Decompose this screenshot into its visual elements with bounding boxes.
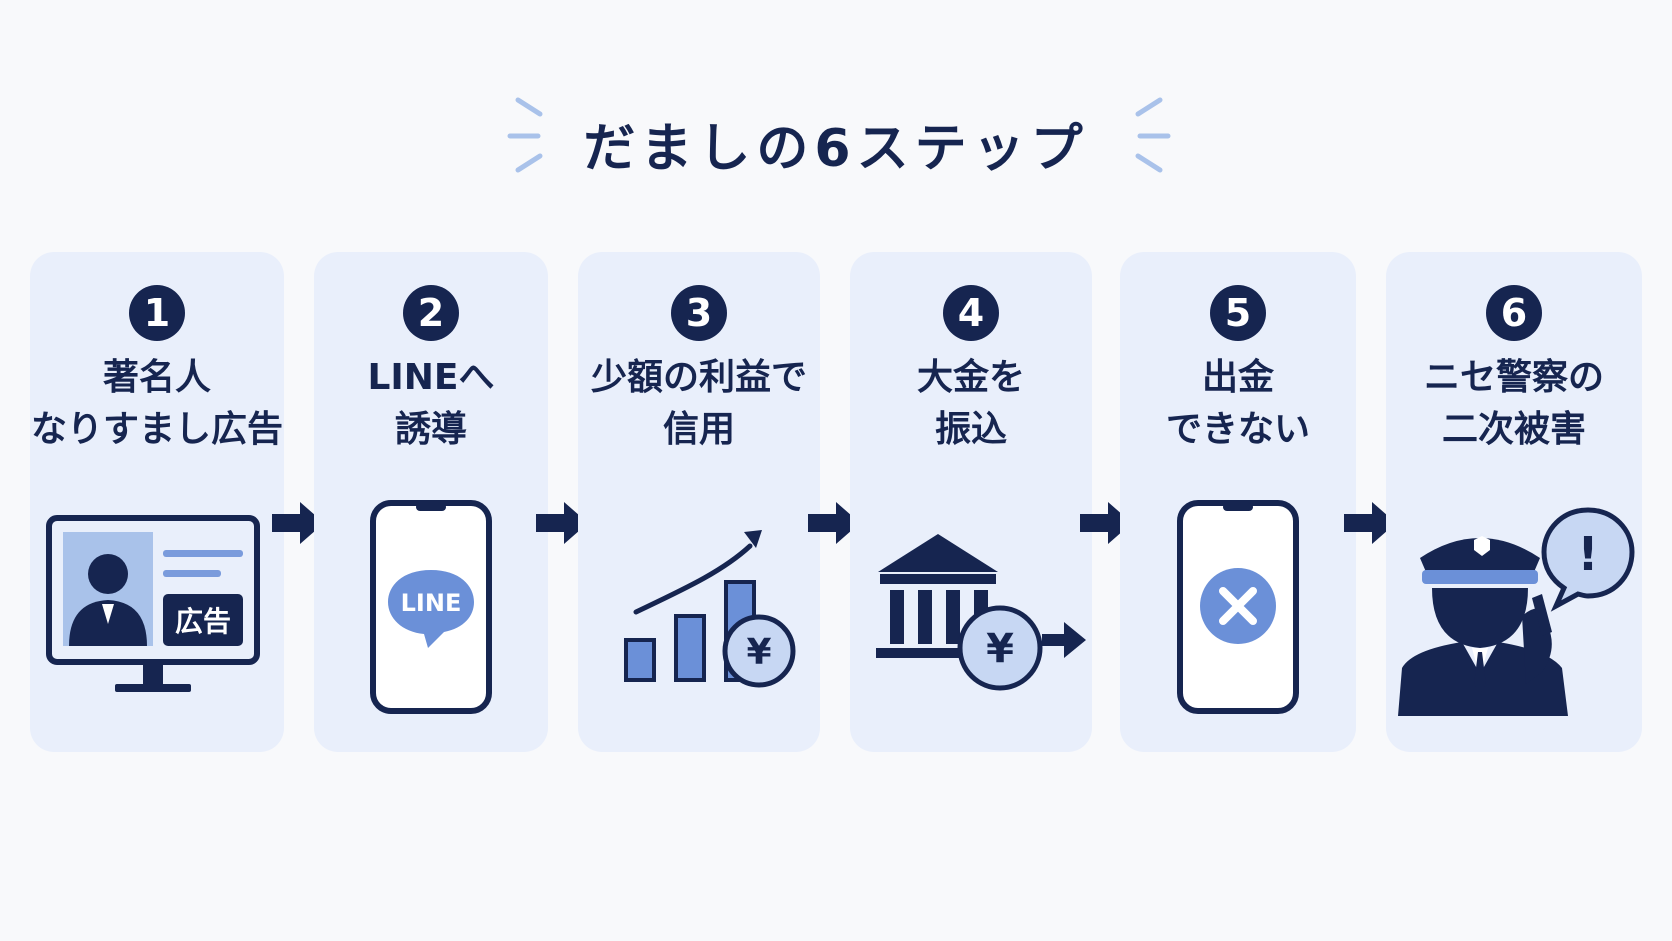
step-number: 3 xyxy=(671,285,727,341)
arrow-right-icon xyxy=(272,502,324,544)
step-label-line2: なりすまし広告 xyxy=(30,409,283,450)
step-label: 大金を 振込 xyxy=(850,352,1092,456)
step-label-line1: ニセ警察の xyxy=(1423,357,1604,398)
step-label-line1: 著名人 xyxy=(102,357,211,398)
alert-mark-text: ! xyxy=(1578,527,1599,581)
arrow-right-icon xyxy=(1080,502,1132,544)
step-number: 6 xyxy=(1486,285,1542,341)
smartphone-line-icon: LINE xyxy=(370,500,492,714)
step-label-line2: 二次被害 xyxy=(1441,409,1586,450)
arrow-right-icon xyxy=(808,502,860,544)
bank-transfer-icon: ¥ xyxy=(876,534,1086,691)
arrow-right-icon xyxy=(1344,502,1396,544)
step-label: ニセ警察の 二次被害 xyxy=(1386,352,1642,456)
step-number: 2 xyxy=(403,285,459,341)
page-title: だましの6ステップ xyxy=(583,119,1089,179)
title-area: だましの6ステップ xyxy=(0,90,1672,180)
yen-coin-text: ¥ xyxy=(986,626,1014,672)
step-label: 著名人 なりすまし広告 xyxy=(30,352,284,456)
step-card-1: 1 著名人 なりすまし広告 広告 xyxy=(30,252,284,752)
step-card-6: 6 ニセ警察の 二次被害 ! xyxy=(1386,252,1642,752)
step-card-2: 2 LINEへ 誘導 LINE xyxy=(314,252,548,752)
step-label-line1: 少額の利益で xyxy=(590,357,807,398)
step-label: 出金 できない xyxy=(1120,352,1356,456)
step-label-line2: 信用 xyxy=(662,409,735,450)
step-label-line2: できない xyxy=(1165,409,1310,450)
step-number: 4 xyxy=(943,285,999,341)
arrow-right-icon xyxy=(536,502,588,544)
step-label-line1: 出金 xyxy=(1201,357,1274,398)
step-card-3: 3 少額の利益で 信用 ¥ xyxy=(578,252,820,752)
yen-coin-text: ¥ xyxy=(746,632,771,673)
monitor-ad-icon: 広告 xyxy=(46,515,260,692)
right-sparkle-icon xyxy=(1135,97,1171,173)
step-card-4: 4 大金を 振込 ¥ xyxy=(850,252,1092,752)
profit-chart-icon: ¥ xyxy=(624,530,796,688)
fake-police-icon: ! xyxy=(1398,507,1635,716)
step-label: LINEへ 誘導 xyxy=(314,352,548,456)
left-sparkle-icon xyxy=(507,97,543,173)
ad-badge-text: 広告 xyxy=(175,605,231,638)
smartphone-error-icon xyxy=(1177,500,1299,714)
step-label: 少額の利益で 信用 xyxy=(578,352,820,456)
step-label-line1: LINEへ xyxy=(367,357,495,398)
step-number: 1 xyxy=(129,285,185,341)
step-card-5: 5 出金 できない xyxy=(1120,252,1356,752)
line-logo-text: LINE xyxy=(401,589,462,617)
step-label-line2: 誘導 xyxy=(394,409,467,450)
step-label-line2: 振込 xyxy=(934,409,1007,450)
step-number: 5 xyxy=(1210,285,1266,341)
step-label-line1: 大金を xyxy=(916,357,1025,398)
